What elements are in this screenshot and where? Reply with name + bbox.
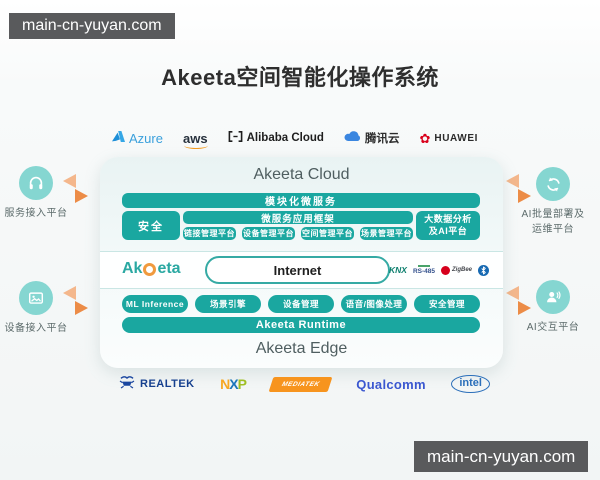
knx-logo: KNX — [388, 265, 407, 275]
cloud-vendor-row: Azure aws Alibaba Cloud 腾讯云 ✿ HUAWEI — [112, 124, 478, 152]
mediatek-logo: MEDIATEK — [268, 376, 334, 392]
scene-engine-pill: 场景引擎 — [195, 295, 261, 313]
arrow-left-icon — [63, 174, 76, 188]
headset-icon — [19, 166, 53, 200]
page-title: Akeeta空间智能化操作系统 — [161, 65, 439, 90]
device-mgmt-pill: 设备管理平台 — [242, 227, 295, 240]
tencent-cloud-icon — [344, 129, 361, 147]
service-access-label: 服务接入平台 — [4, 208, 68, 219]
arrow-right-icon — [75, 189, 88, 203]
security-box: 安全 — [122, 211, 180, 240]
akeeta-cloud-title: Akeeta Cloud — [253, 166, 350, 183]
huawei-flower-icon: ✿ — [419, 130, 431, 146]
nxp-logo: NXP — [220, 376, 247, 392]
cloud-services-row: 安全 微服务应用框架 链接管理平台 设备管理平台 空间管理平台 场景管理平台 大… — [122, 211, 480, 240]
ai-deploy-platform: AI批量部署及运维平台 — [503, 167, 600, 237]
huawei-label: HUAWEI — [434, 132, 478, 144]
framework-column: 微服务应用框架 链接管理平台 设备管理平台 空间管理平台 场景管理平台 — [183, 211, 413, 240]
azure-icon — [112, 129, 125, 147]
security-mgmt-pill: 安全管理 — [414, 295, 480, 313]
service-access-platform: 服务接入平台 — [0, 166, 86, 221]
arrow-left-icon — [506, 286, 519, 300]
watermark-bottom-right: main-cn-yuyan.com — [414, 441, 589, 472]
mgmt-platform-row: 链接管理平台 设备管理平台 空间管理平台 场景管理平台 — [183, 227, 413, 240]
alibaba-cloud-icon — [228, 129, 243, 147]
runtime-modules-row: ML Inference 场景引擎 设备管理 语音/图像处理 安全管理 — [122, 295, 480, 313]
arrow-left-icon — [506, 174, 519, 188]
azure-label: Azure — [129, 130, 163, 146]
ml-inference-pill: ML Inference — [122, 295, 188, 313]
person-voice-icon — [536, 280, 570, 314]
alibaba-cloud-label: Alibaba Cloud — [246, 132, 324, 144]
device-image-icon — [19, 281, 53, 315]
protocol-logos: KNX RS-485 ZigBee — [389, 252, 489, 288]
arrow-left-icon — [63, 286, 76, 300]
akeeta-runtime-bar: Akeeta Runtime — [122, 317, 480, 333]
huawei-logo: ✿ HUAWEI — [419, 132, 478, 145]
rs485-logo: RS-485 — [413, 265, 435, 275]
ai-deploy-label: AI批量部署及运维平台 — [521, 209, 585, 235]
link-mgmt-pill: 链接管理平台 — [183, 227, 236, 240]
azure-logo: Azure — [112, 129, 163, 147]
watermark-top-left: main-cn-yuyan.com — [9, 13, 175, 39]
alibaba-cloud-logo: Alibaba Cloud — [228, 129, 324, 147]
tencent-cloud-logo: 腾讯云 — [344, 129, 400, 147]
realtek-crab-icon — [118, 376, 136, 392]
bigdata-ai-box: 大数据分析及AI平台 — [416, 211, 480, 240]
voice-image-pill: 语音/图像处理 — [341, 295, 407, 313]
arrow-right-icon — [518, 189, 531, 203]
device-mgmt-runtime-pill: 设备管理 — [268, 295, 334, 313]
qualcomm-logo: Qualcomm — [356, 376, 426, 392]
tencent-cloud-label: 腾讯云 — [364, 133, 400, 145]
realtek-label: REALTEK — [140, 378, 195, 390]
zigbee-logo: ZigBee — [440, 265, 472, 275]
realtek-logo: REALTEK — [118, 376, 195, 392]
space-mgmt-pill: 空间管理平台 — [301, 227, 354, 240]
aws-logo: aws — [183, 130, 208, 149]
aws-label: aws — [183, 130, 208, 149]
arrow-right-icon — [75, 301, 88, 315]
scene-mgmt-pill: 场景管理平台 — [360, 227, 413, 240]
architecture-card: Akeeta Cloud 模块化微服务 安全 微服务应用框架 链接管理平台 设备… — [100, 157, 503, 368]
device-access-platform: 设备接入平台 — [0, 281, 86, 336]
device-access-label: 设备接入平台 — [4, 323, 68, 334]
internet-box: Internet — [205, 256, 390, 284]
chip-vendor-row: REALTEK NXP MEDIATEK Qualcomm intel — [118, 372, 490, 396]
cycle-icon — [536, 167, 570, 201]
ai-interaction-platform: AI交互平台 — [503, 280, 600, 335]
microservice-framework-bar: 微服务应用框架 — [183, 211, 413, 225]
akeeta-edge-title: Akeeta Edge — [255, 340, 348, 357]
akeeta-logo-icon — [143, 262, 157, 276]
zigbee-icon — [440, 265, 450, 275]
ai-interaction-label: AI交互平台 — [526, 322, 580, 333]
intel-logo: intel — [451, 375, 490, 393]
modular-microservices-bar: 模块化微服务 — [122, 193, 480, 208]
arrow-right-icon — [518, 301, 531, 315]
bluetooth-icon — [478, 264, 489, 276]
